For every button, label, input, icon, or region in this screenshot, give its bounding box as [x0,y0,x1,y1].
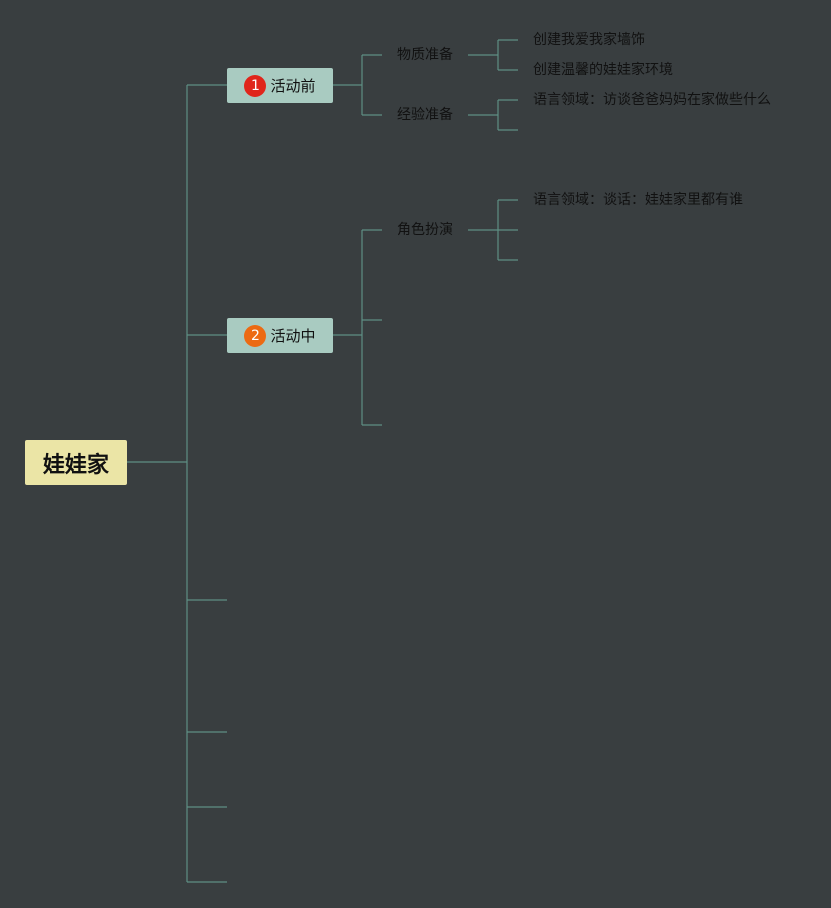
leaf-topic-label: 语言领域：访谈爸爸妈妈在家做些什么 [533,92,771,108]
root-topic[interactable]: 娃娃家 [25,440,127,485]
leaf-topic-label: 语言领域：谈话：娃娃家里都有谁 [533,192,743,208]
priority-2-number: 2 [251,327,260,344]
main-topic-during-activity[interactable]: 2 活动中 [227,318,333,353]
leaf-topic-home-environment[interactable]: 创建温馨的娃娃家环境 [533,61,673,79]
root-topic-label: 娃娃家 [42,452,109,478]
sub-topic-label: 经验准备 [397,107,453,123]
sub-topic-material-prep[interactable]: 物质准备 [397,46,453,64]
main-topic-before-activity[interactable]: 1 活动前 [227,68,333,103]
leaf-topic-label: 创建温馨的娃娃家环境 [533,62,673,78]
leaf-topic-interview-parents[interactable]: 语言领域：访谈爸爸妈妈在家做些什么 [533,91,771,109]
sub-topic-role-play[interactable]: 角色扮演 [397,221,453,239]
main-topic-label: 活动中 [270,327,316,345]
sub-topic-label: 角色扮演 [397,222,453,238]
priority-1-icon: 1 [244,74,267,97]
leaf-topic-who-is-home[interactable]: 语言领域：谈话：娃娃家里都有谁 [533,191,743,209]
leaf-topic-wall-decoration[interactable]: 创建我爱我家墙饰 [533,31,645,49]
sub-topic-label: 物质准备 [397,47,453,63]
leaf-topic-label: 创建我爱我家墙饰 [533,32,645,48]
priority-1-number: 1 [251,77,260,94]
priority-2-icon: 2 [244,324,267,347]
main-topic-label: 活动前 [270,77,316,95]
sub-topic-experience-prep[interactable]: 经验准备 [397,106,453,124]
